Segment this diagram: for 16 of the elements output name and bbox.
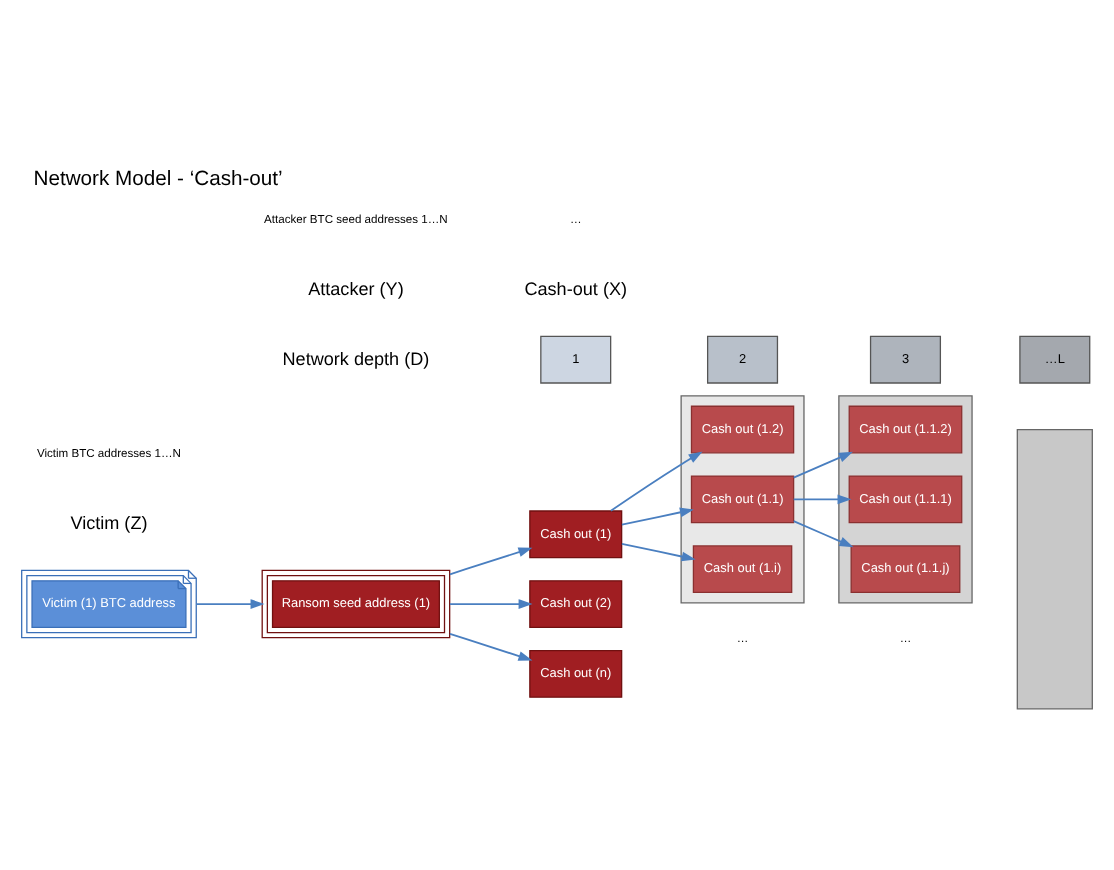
- label: Network depth (D): [282, 347, 430, 368]
- arrow: [792, 450, 853, 478]
- node-box: [1016, 427, 1093, 709]
- label: Attacker (Y): [308, 277, 404, 298]
- arrow: [621, 506, 694, 525]
- arrow: [792, 519, 854, 547]
- arrow: [449, 598, 533, 608]
- arrow: [610, 450, 703, 511]
- diagram-title: Network Model - ‘Cash-out’: [33, 167, 283, 190]
- arrow: [449, 546, 533, 575]
- label: Victim (Z): [70, 511, 148, 532]
- arrow: [621, 541, 696, 561]
- arrow: [449, 632, 533, 660]
- arrow: [792, 493, 852, 504]
- arrow: [195, 598, 265, 608]
- label: Cash-out (X): [524, 277, 628, 298]
